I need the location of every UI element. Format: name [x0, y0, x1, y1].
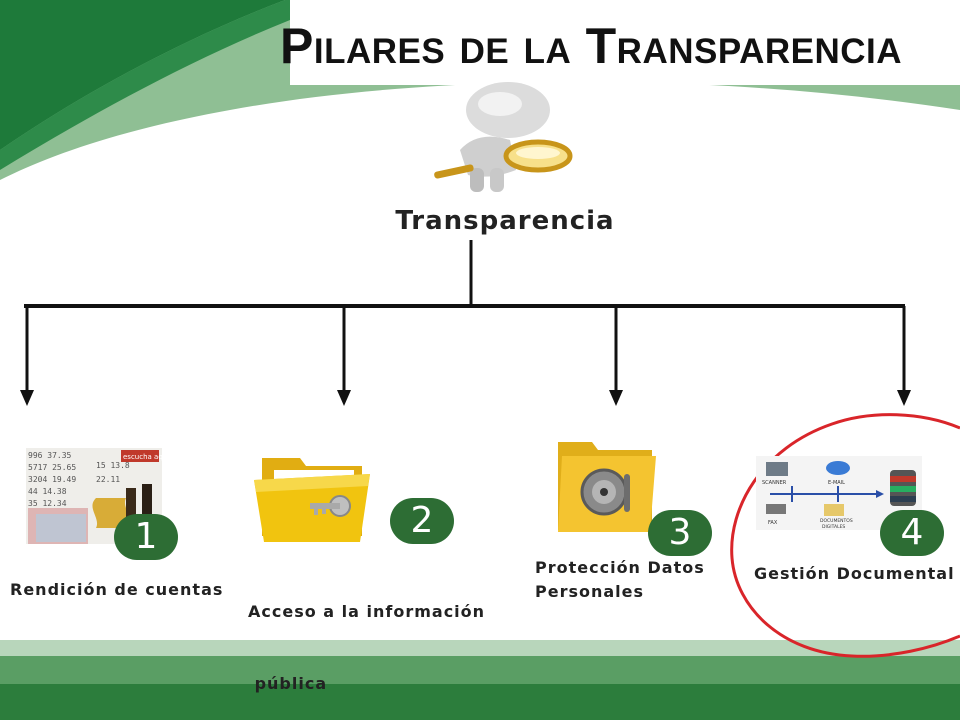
pillar-3-label-line1: Protección Datos [535, 558, 705, 577]
pillar-2-badge: 2 [390, 498, 454, 544]
pillar-3-label-line2: Personales [535, 582, 645, 601]
page-title: Pilares de la Transparencia [280, 18, 903, 74]
pillar-2-label: Acceso a la información pública [248, 552, 485, 720]
svg-text:22.11: 22.11 [96, 475, 120, 484]
pillar-2-label-line1: Acceso a la información [248, 602, 486, 621]
wf-docs-label-2: DIGITALES [822, 524, 845, 530]
wf-docs-label-1: DOCUMENTOS [820, 518, 853, 524]
wf-fax-label: FAX [768, 520, 778, 526]
pillar-4-badge: 4 [880, 510, 944, 556]
svg-text:5717 25.65: 5717 25.65 [28, 463, 76, 472]
svg-text:996 37.35: 996 37.35 [28, 451, 72, 460]
pillar-3-badge: 3 [648, 510, 712, 556]
folder-key-icon [254, 458, 370, 542]
pillar-2-label-line2: pública [248, 674, 328, 693]
pillar-1-label: Rendición de cuentas [10, 580, 224, 599]
wf-scanner-label: SCANNER [762, 480, 787, 486]
folder-safe-icon [558, 442, 656, 532]
footer-band [0, 640, 960, 720]
magnifier-figure-icon [434, 82, 573, 192]
pillar-4-label: Gestión Documental [754, 564, 955, 583]
wf-email-label: E-MAIL [828, 480, 845, 486]
highlight-ellipse [730, 413, 960, 658]
svg-text:35 12.34: 35 12.34 [28, 499, 67, 508]
svg-text:44 14.38: 44 14.38 [28, 487, 67, 496]
pillar-3-label: Protección Datos Personales [535, 556, 705, 604]
root-node-label: Transparencia [395, 206, 615, 236]
header-swoosh [0, 0, 960, 180]
connector-tree [20, 240, 911, 406]
svg-text:3204 19.49: 3204 19.49 [28, 475, 76, 484]
bill-label: escucha aquí [123, 453, 162, 461]
pillar-1-badge: 1 [114, 514, 178, 560]
svg-text:15 13.8: 15 13.8 [96, 461, 130, 470]
